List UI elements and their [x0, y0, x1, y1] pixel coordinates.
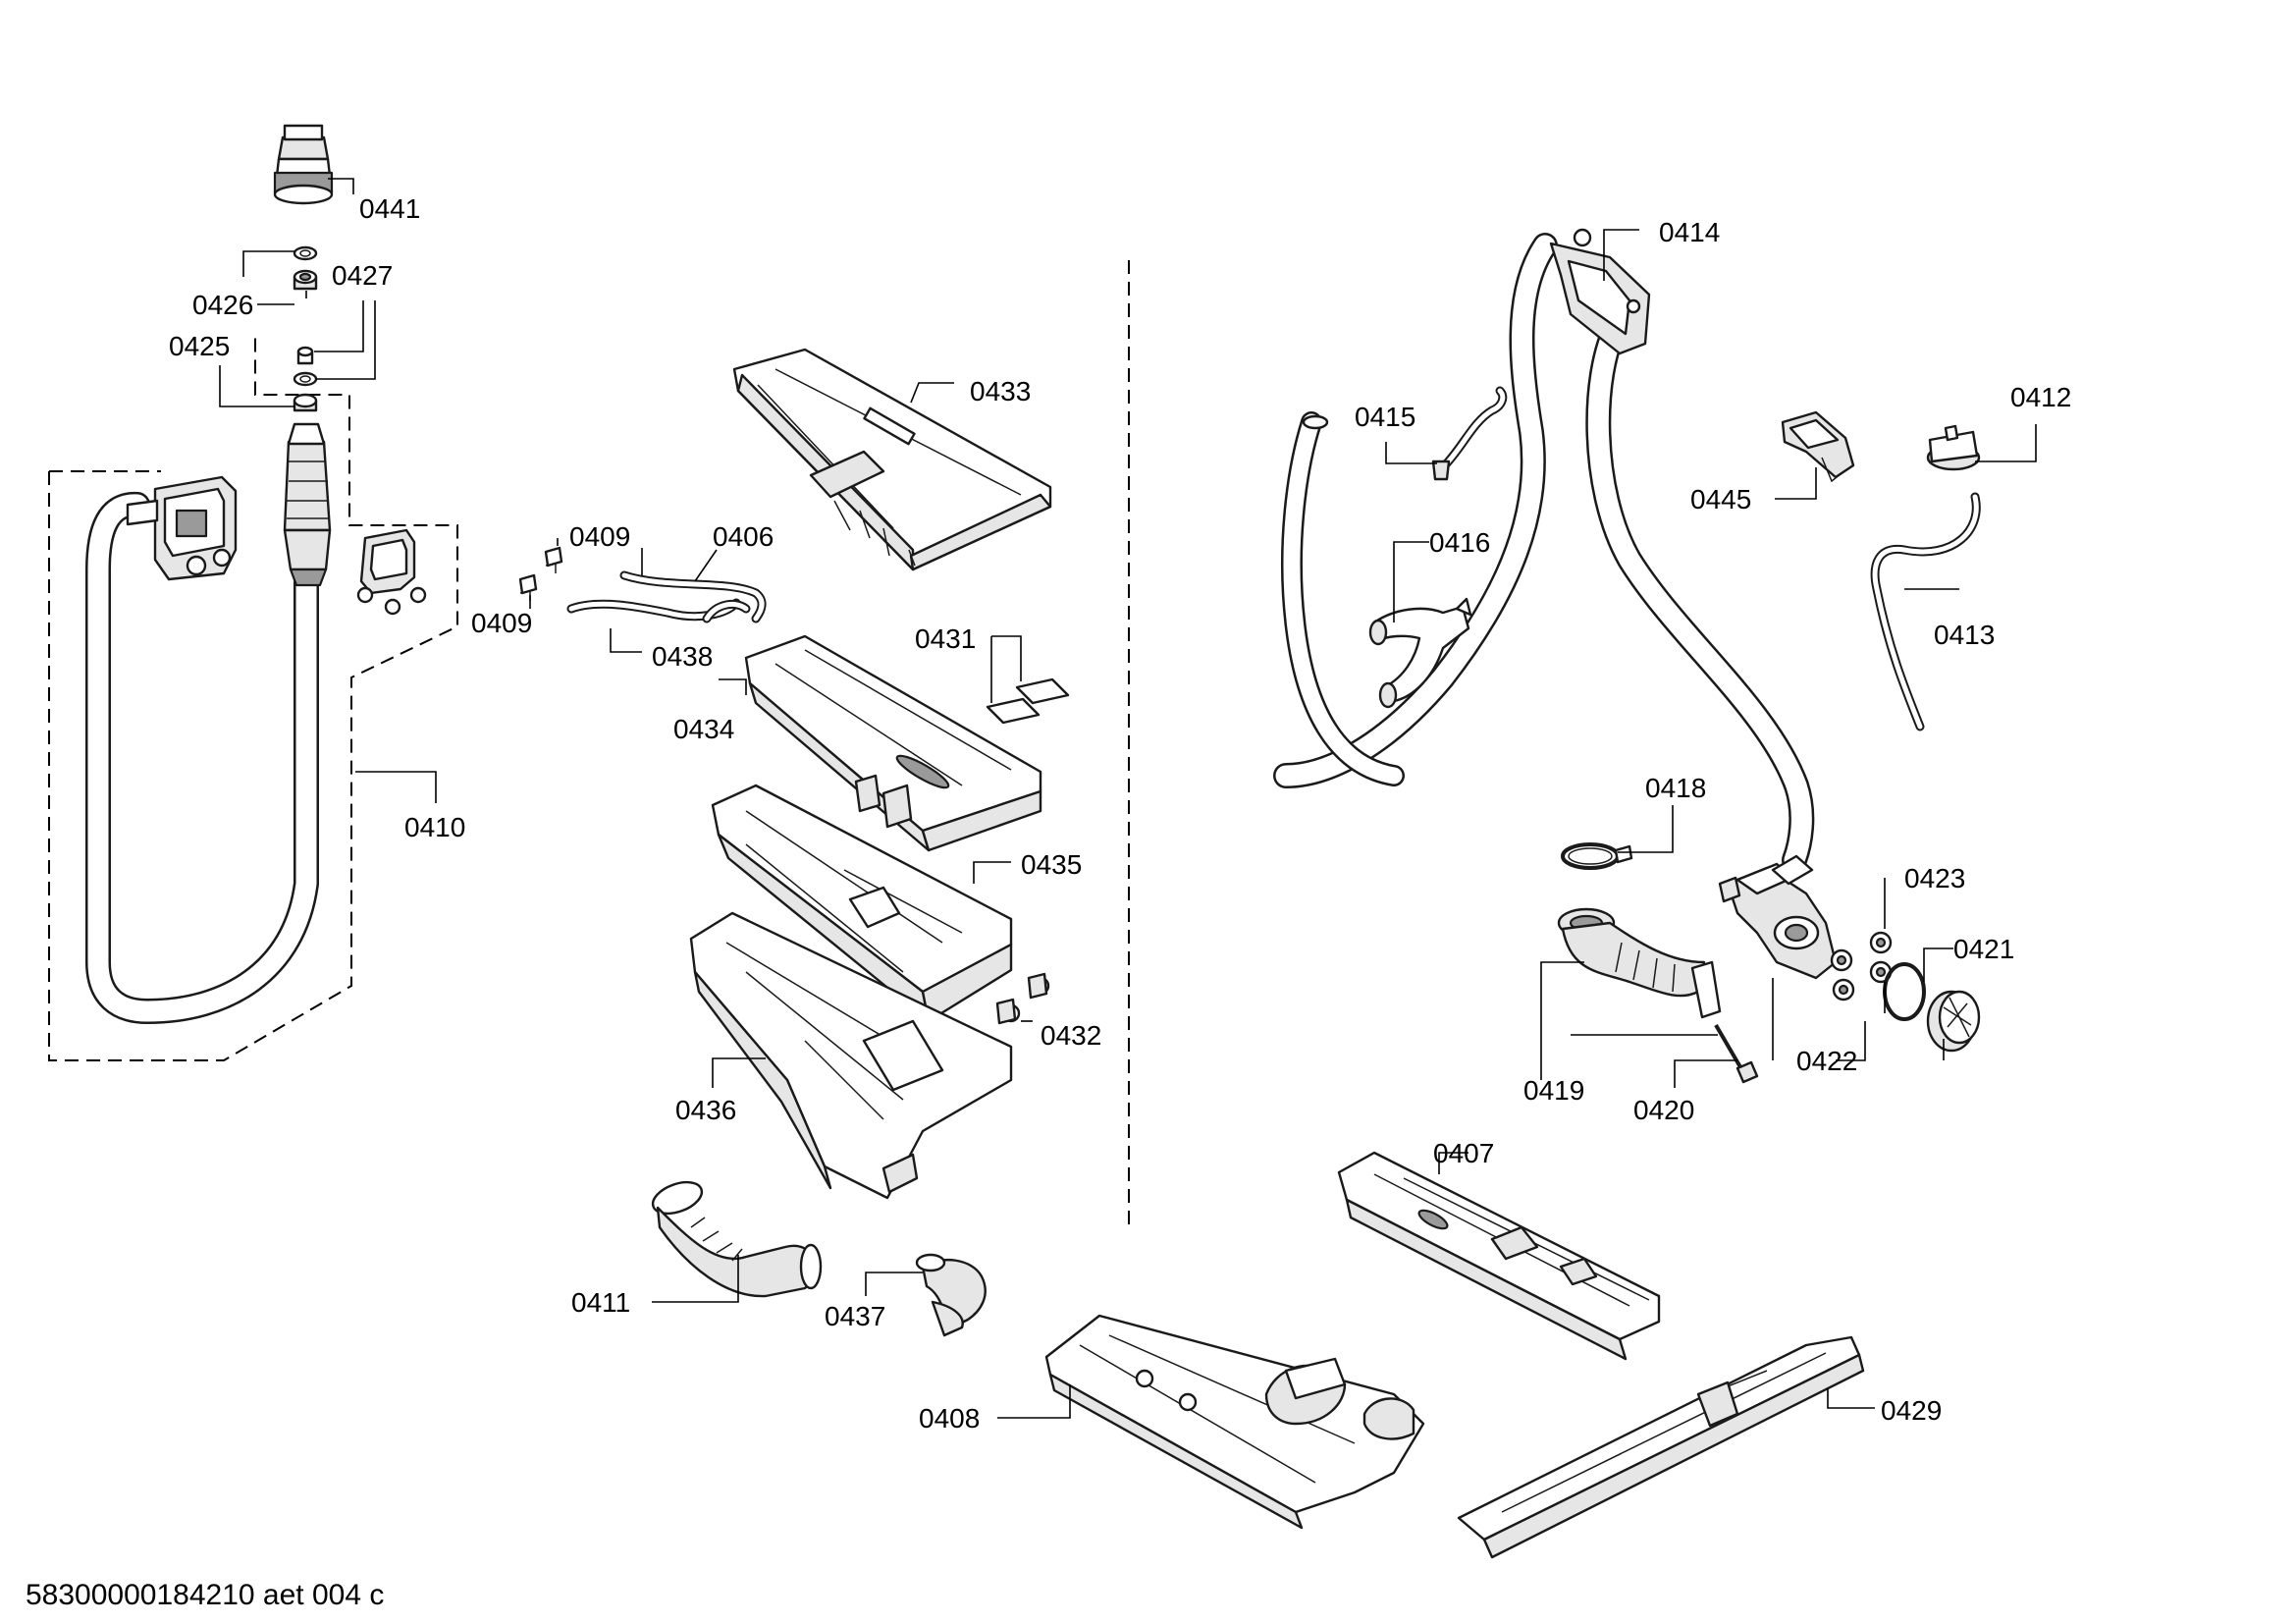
label-0409-top: 0409 [569, 521, 630, 552]
part-0407-beam [1337, 1151, 1661, 1361]
part-0435-housing [711, 784, 1050, 1023]
label-0410: 0410 [404, 812, 465, 842]
label-0406: 0406 [713, 521, 774, 552]
part-0422-drain-pump [1718, 854, 1838, 980]
part-0432-plugs [995, 972, 1048, 1025]
part-0437-elbow [915, 1253, 987, 1337]
label-0412: 0412 [2010, 382, 2071, 412]
part-0425-nozzle [293, 346, 318, 412]
label-0423: 0423 [1904, 863, 1965, 893]
label-0425: 0425 [169, 331, 230, 361]
label-0435: 0435 [1021, 849, 1082, 880]
label-0411: 0411 [571, 1287, 630, 1318]
label-0408: 0408 [919, 1403, 980, 1434]
part-0434-drawer [744, 634, 1042, 852]
label-0414: 0414 [1659, 217, 1720, 247]
part-0419-sump-hose [1557, 907, 1722, 1019]
label-0437: 0437 [825, 1301, 885, 1331]
part-0412-pressure-switch [1926, 424, 1981, 471]
label-0422: 0422 [1796, 1046, 1857, 1076]
part-0436-tub [689, 911, 1013, 1200]
label-0409-bottom: 0409 [471, 608, 532, 638]
part-0420-screw [1714, 1023, 1759, 1084]
label-0434: 0434 [673, 714, 734, 744]
part-0421-filter [1883, 962, 1981, 1053]
part-0423-seals [1830, 931, 1893, 1001]
part-0411-bellows [651, 1180, 823, 1298]
part-0409-clips [518, 546, 563, 601]
label-0421: 0421 [1953, 934, 2014, 964]
label-0438: 0438 [652, 641, 713, 672]
part-labels: 0441 0426 0427 0425 0410 0409 0409 0406 … [26, 193, 2071, 1611]
part-0431-pads [986, 677, 1070, 725]
label-0445: 0445 [1690, 484, 1751, 514]
part-valve-block [356, 528, 427, 616]
label-0419: 0419 [1523, 1075, 1584, 1106]
part-inlet-valve [126, 475, 238, 581]
label-0407: 0407 [1433, 1138, 1494, 1168]
part-0415-hose [1281, 386, 1508, 786]
part-0406-hoses [566, 570, 767, 623]
leader-lines [219, 178, 2037, 1419]
part-0413-tube [1870, 492, 1981, 731]
footer-document-id: 58300000184210 aet 004 c [26, 1579, 384, 1611]
group-dashed-lines [48, 260, 1130, 1232]
label-0436: 0436 [675, 1095, 736, 1125]
part-0441-connector [273, 124, 334, 205]
part-0426-washers [293, 245, 318, 291]
label-0413: 0413 [1934, 620, 1995, 650]
label-0427: 0427 [332, 260, 393, 291]
label-0426: 0426 [192, 290, 253, 320]
label-0415: 0415 [1355, 402, 1415, 432]
part-0416-y-piece [1368, 597, 1472, 709]
label-0429: 0429 [1881, 1395, 1942, 1426]
label-0420: 0420 [1633, 1095, 1694, 1125]
part-0418-clamp [1561, 842, 1633, 870]
label-0433: 0433 [970, 376, 1031, 406]
label-0418: 0418 [1645, 773, 1706, 803]
part-0445-bracket [1781, 410, 1855, 483]
part-0408-base-plate [1044, 1314, 1425, 1530]
part-0433-dispenser-lid [732, 348, 1052, 571]
part-0429-rail [1457, 1335, 1865, 1559]
label-0431: 0431 [915, 623, 976, 654]
label-0416: 0416 [1429, 527, 1490, 558]
part-0414-drain-hose [1273, 228, 1815, 873]
label-0441: 0441 [359, 193, 420, 224]
label-0432: 0432 [1041, 1020, 1101, 1051]
part-0410-inlet-hose [85, 422, 332, 1024]
